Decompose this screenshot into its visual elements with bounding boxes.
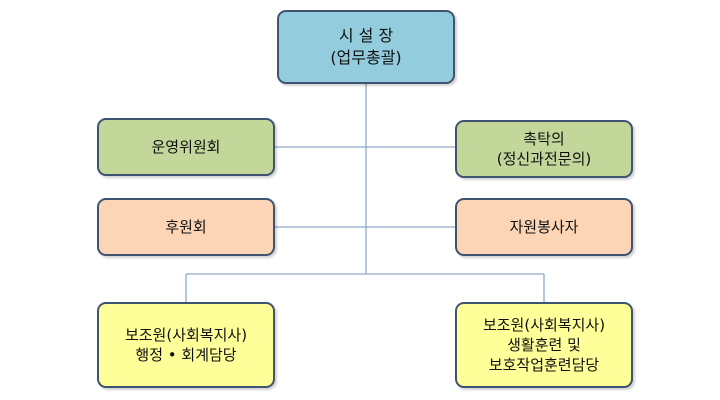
node-aide-training-duty-1: 생활훈련 및 <box>507 336 581 354</box>
node-volunteers: 자원봉사자 <box>455 198 633 256</box>
node-facility-head-title: 시 설 장 <box>338 26 394 45</box>
node-aide-admin-title: 보조원(사회복지사) <box>124 326 248 344</box>
node-consulting-psychiatrist-title: 촉탁의 <box>523 130 565 148</box>
node-consulting-psychiatrist: 촉탁의 (정신과전문의) <box>455 120 633 178</box>
node-aide-admin: 보조원(사회복지사) 행정 • 회계담당 <box>97 302 275 388</box>
node-volunteers-label: 자원봉사자 <box>509 218 579 236</box>
node-aide-admin-duty: 행정 • 회계담당 <box>135 346 237 364</box>
node-aide-training-title: 보조원(사회복지사) <box>482 316 606 334</box>
node-supporters-association-label: 후원회 <box>165 218 207 236</box>
node-supporters-association: 후원회 <box>97 198 275 256</box>
node-operating-committee: 운영위원회 <box>97 118 275 176</box>
node-aide-training: 보조원(사회복지사) 생활훈련 및 보호작업훈련담당 <box>455 302 633 388</box>
node-operating-committee-label: 운영위원회 <box>151 138 221 156</box>
node-consulting-psychiatrist-role: (정신과전문의) <box>496 150 592 168</box>
node-facility-head: 시 설 장 (업무총괄) <box>277 10 455 84</box>
node-aide-training-duty-2: 보호작업훈련담당 <box>488 356 600 374</box>
node-facility-head-role: (업무총괄) <box>330 48 402 67</box>
